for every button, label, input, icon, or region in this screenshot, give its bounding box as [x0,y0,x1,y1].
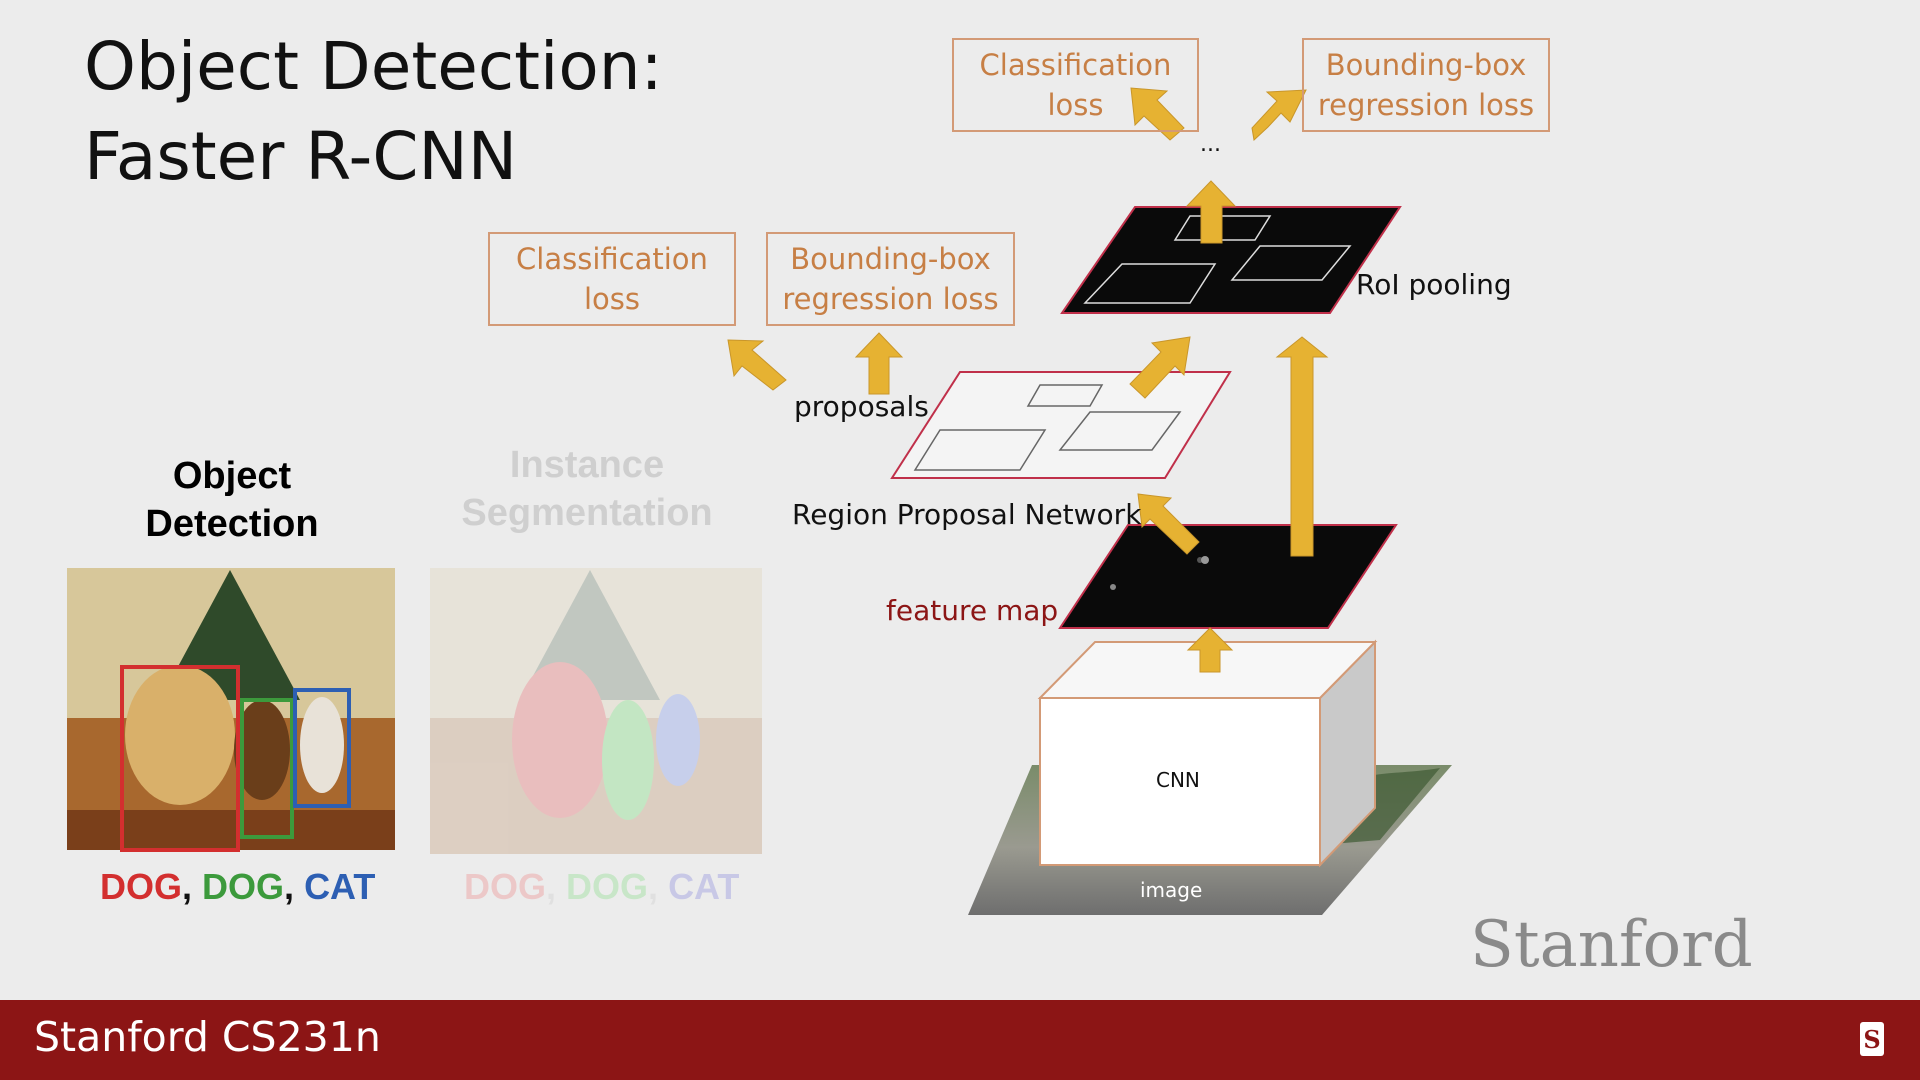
label-cat: CAT [304,866,375,907]
footer-course-title: Stanford CS231n [34,1013,381,1061]
roi-pooling-plane [1062,207,1400,313]
proposals-plane [892,372,1230,478]
proposals-label: proposals [794,390,929,423]
arrow-to-rpn-bbox-loss [856,333,902,394]
top-bbox-regression-loss-box: Bounding-box regression loss [1302,38,1550,132]
seg-label-dog-1: DOG [464,866,546,907]
detection-labels: DOG, DOG, CAT [100,866,375,908]
instance-segmentation-photo [430,568,762,854]
image-label: image [1140,878,1202,902]
seg-label-cat: CAT [668,866,739,907]
arrow-to-top-bbox-loss [1252,90,1306,140]
feature-speck [1201,556,1209,564]
rpn-classification-loss-box: Classification loss [488,232,736,326]
top-classification-loss-box: Classification loss [952,38,1199,132]
stanford-wordmark: Stanford [1470,908,1753,982]
object-detection-title: Object Detection [112,452,352,548]
ellipsis-label: ... [1200,132,1221,157]
svg-text:S: S [1863,1025,1880,1054]
arrow-feature-map-to-roi [1277,337,1327,556]
rpn-label: Region Proposal Network [792,498,1141,531]
feature-map-plane [1060,525,1396,628]
feature-map-label: feature map [886,594,1058,627]
roi-pooling-label: RoI pooling [1356,268,1512,301]
footer-bar: Stanford CS231n S [0,1000,1920,1080]
stanford-logo-icon: S [1854,1016,1894,1064]
seg-label-dog-2: DOG [566,866,648,907]
label-dog-2: DOG [202,866,284,907]
segmentation-labels: DOG, DOG, CAT [464,866,739,908]
rpn-bbox-regression-loss-box: Bounding-box regression loss [766,232,1015,326]
cnn-label: CNN [1156,768,1200,792]
instance-segmentation-title: Instance Segmentation [452,441,722,537]
feature-speck [1110,584,1116,590]
label-dog-1: DOG [100,866,182,907]
arrow-to-rpn-cls-loss [728,340,786,390]
